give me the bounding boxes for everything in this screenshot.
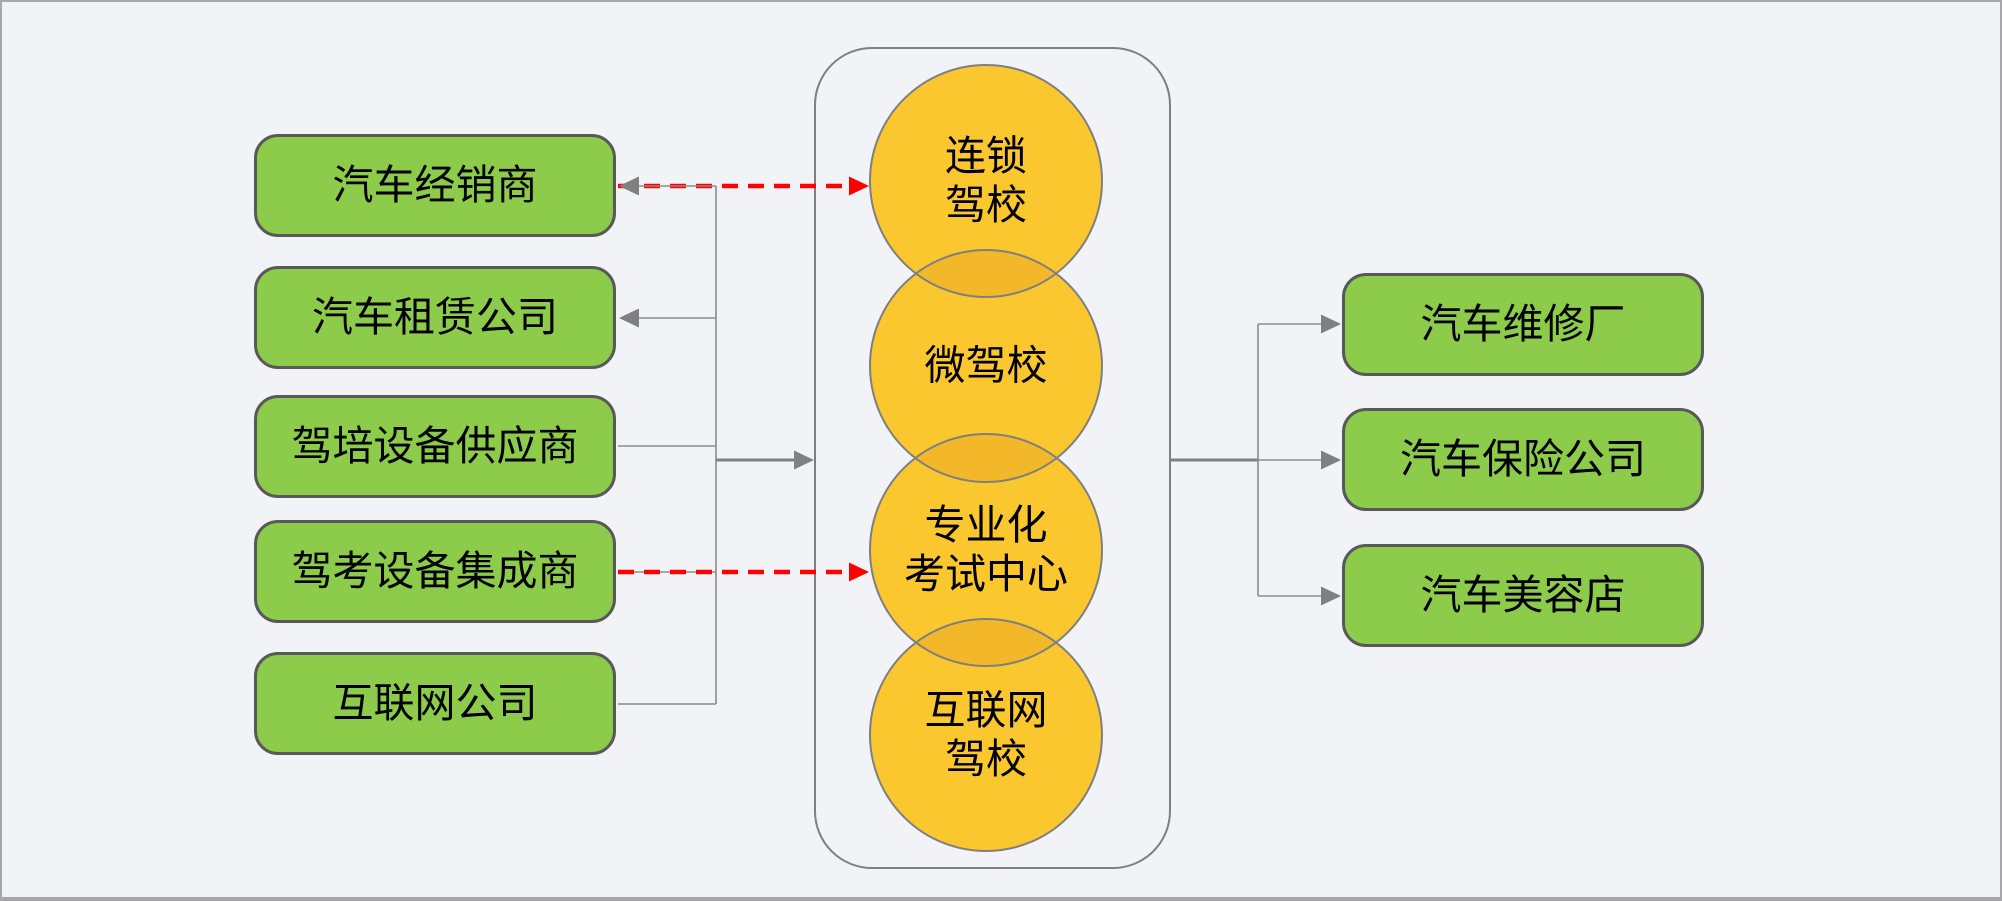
circle-internet-driving-school-label: 互联网 驾校 <box>924 686 1048 782</box>
node-car-rental-company-label: 汽车租赁公司 <box>312 294 558 340</box>
node-car-dealer: 汽车经销商 <box>254 134 616 237</box>
node-driving-test-equipment-integrator-label: 驾考设备集成商 <box>291 548 579 594</box>
node-driving-training-equipment-supplier: 驾培设备供应商 <box>254 395 616 498</box>
circle-micro-driving-school-label: 微驾校 <box>924 342 1048 389</box>
node-car-repair-factory: 汽车维修厂 <box>1342 273 1704 376</box>
node-internet-company: 互联网公司 <box>254 652 616 755</box>
node-driving-test-equipment-integrator: 驾考设备集成商 <box>254 520 616 623</box>
gray-arrowhead-repair-factory <box>1321 314 1341 334</box>
circle-chain-driving-school-label: 连锁 驾校 <box>945 132 1027 228</box>
node-car-dealer-label: 汽车经销商 <box>332 162 538 208</box>
gray-arrowhead-car-dealer <box>619 176 639 196</box>
node-car-insurance-company: 汽车保险公司 <box>1342 408 1704 511</box>
gray-arrowhead-container <box>794 450 814 470</box>
node-car-beauty-shop-label: 汽车美容店 <box>1420 572 1626 618</box>
node-car-rental-company: 汽车租赁公司 <box>254 266 616 369</box>
node-car-repair-factory-label: 汽车维修厂 <box>1420 301 1626 347</box>
gray-arrowhead-insurance-company <box>1321 450 1341 470</box>
container-rounded-rect <box>814 47 1171 869</box>
node-internet-company-label: 互联网公司 <box>332 680 538 726</box>
gray-arrowhead-car-rental <box>619 308 639 328</box>
gray-arrowhead-beauty-shop <box>1321 586 1341 606</box>
node-driving-training-equipment-supplier-label: 驾培设备供应商 <box>291 423 579 469</box>
node-car-insurance-company-label: 汽车保险公司 <box>1400 436 1646 482</box>
node-car-beauty-shop: 汽车美容店 <box>1342 544 1704 647</box>
circle-professional-test-center-label: 专业化 考试中心 <box>904 501 1068 597</box>
